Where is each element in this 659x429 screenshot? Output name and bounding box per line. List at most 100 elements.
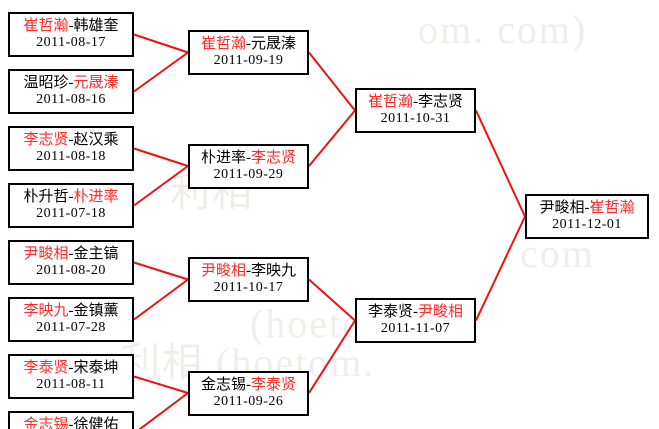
player-left: 朴升哲	[23, 189, 69, 206]
player-right: 徐健佑	[73, 417, 119, 429]
connector-line	[133, 375, 189, 394]
player-separator: -	[68, 18, 74, 35]
player-separator: -	[246, 376, 251, 393]
player-left: 崔哲瀚	[200, 36, 246, 53]
player-left: 李泰贤	[23, 360, 69, 377]
match-date: 2011-07-28	[36, 320, 106, 336]
match-players: 崔哲瀚-李志贤	[368, 94, 463, 111]
connector-line	[308, 278, 356, 322]
player-right: 金主镐	[73, 246, 119, 263]
match-players: 尹畯相-金主镐	[23, 246, 118, 263]
match-players: 李泰贤-尹畯相	[368, 304, 463, 321]
player-right: 赵汉乘	[73, 132, 119, 149]
player-right: 尹畯相	[418, 304, 464, 321]
player-left: 李映九	[23, 303, 69, 320]
player-right: 宋泰坤	[73, 360, 119, 377]
connector-line	[308, 109, 356, 167]
match-players: 尹畯相-崔哲瀚	[539, 200, 634, 217]
match-players: 崔哲瀚-元晟溱	[201, 36, 296, 53]
match-date: 2011-10-17	[213, 280, 284, 296]
connector-line	[308, 51, 356, 112]
player-separator: -	[68, 132, 74, 149]
player-separator: -	[68, 303, 74, 320]
player-separator: -	[68, 75, 74, 92]
connector-line	[138, 392, 189, 429]
player-separator: -	[68, 246, 74, 263]
player-separator: -	[584, 200, 590, 217]
match-date: 2011-11-07	[380, 321, 451, 337]
player-left: 温昭珍	[23, 75, 69, 92]
match-players: 尹畯相-李映九	[201, 263, 296, 280]
player-separator: -	[68, 360, 74, 377]
match-date: 2011-09-19	[213, 53, 284, 69]
player-separator: -	[413, 94, 418, 111]
match-date: 2011-10-31	[380, 111, 451, 127]
player-right: 韩雄奎	[73, 18, 119, 35]
match-players: 温昭珍-元晟溱	[23, 75, 118, 92]
player-separator: -	[246, 36, 251, 53]
player-right: 崔哲瀚	[589, 200, 635, 217]
player-left: 崔哲瀚	[23, 18, 69, 35]
match-players: 崔哲瀚-韩雄奎	[23, 18, 118, 35]
match-date: 2011-09-26	[213, 393, 284, 409]
match-players: 李泰贤-宋泰坤	[23, 360, 118, 377]
player-left: 金志锡	[200, 376, 246, 393]
connector-line	[133, 165, 189, 207]
match-date: 2011-12-01	[552, 217, 622, 233]
player-separator: -	[68, 189, 74, 206]
connector-line	[308, 319, 356, 394]
player-separator: -	[246, 149, 251, 166]
connector-line	[133, 261, 189, 281]
match-date: 2011-08-17	[36, 35, 106, 51]
match-date: 2011-08-18	[36, 149, 106, 165]
player-right: 李泰贤	[251, 376, 297, 393]
connector-line	[475, 110, 526, 217]
match-players: 朴升哲-朴进率	[23, 189, 118, 206]
player-right: 元晟溱	[251, 36, 297, 53]
player-left: 朴进率	[200, 149, 246, 166]
match-date: 2011-08-16	[36, 92, 106, 108]
player-right: 李志贤	[251, 149, 297, 166]
match-players: 金志锡-李泰贤	[201, 377, 296, 394]
player-separator: -	[413, 304, 418, 321]
player-left: 李志贤	[23, 132, 69, 149]
player-right: 李志贤	[418, 94, 464, 111]
match-date: 2011-09-29	[213, 166, 284, 182]
player-right: 朴进率	[73, 189, 119, 206]
player-right: 李映九	[251, 263, 297, 280]
match-date: 2011-08-20	[36, 263, 106, 279]
player-left: 金志锡	[23, 417, 69, 429]
player-separator: -	[246, 263, 251, 280]
player-left: 尹畯相	[23, 246, 69, 263]
match-box-round-1-8[interactable]: 金志锡-徐健佑2011-08-19	[8, 411, 134, 429]
player-right: 金镇薰	[73, 303, 119, 320]
player-separator: -	[68, 417, 74, 429]
watermark-text: om. com)	[418, 7, 588, 52]
match-players: 李志贤-赵汉乘	[23, 132, 118, 149]
match-date: 2011-07-18	[36, 206, 106, 222]
player-right: 元晟溱	[73, 75, 119, 92]
player-left: 李泰贤	[367, 304, 413, 321]
match-players: 朴进率-李志贤	[201, 150, 296, 167]
connector-line	[133, 147, 189, 167]
player-left: 尹畯相	[200, 263, 246, 280]
match-date: 2011-08-11	[36, 377, 106, 393]
connector-line	[133, 51, 189, 93]
match-players: 金志锡-徐健佑	[23, 417, 118, 429]
connector-line	[475, 216, 526, 321]
player-left: 尹畯相	[539, 200, 585, 217]
